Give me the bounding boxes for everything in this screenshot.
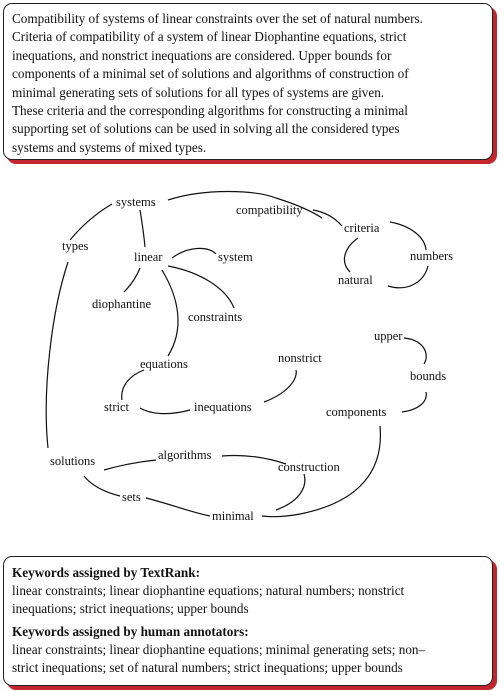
graph-nodes: systems compatibility criteria types lin…: [50, 195, 453, 523]
node-strict: strict: [104, 400, 130, 414]
keywords-box: Keywords assigned by TextRank: linear co…: [3, 556, 493, 686]
edge-construction-minimal: [275, 473, 306, 511]
abstract-line: supporting set of solutions can be used …: [12, 121, 400, 137]
edge-natural-numbers: [387, 265, 429, 289]
node-diophantine: diophantine: [92, 297, 151, 311]
textrank-line: inequations; strict inequations; upper b…: [12, 601, 249, 616]
node-compatibility: compatibility: [236, 203, 303, 217]
edge-solutions-sets: [83, 475, 121, 497]
textrank-line: linear constraints; linear diophantine e…: [12, 583, 405, 598]
node-numbers: numbers: [410, 249, 453, 263]
abstract-line: components of a minimal set of solutions…: [12, 66, 409, 82]
node-sets: sets: [122, 490, 141, 504]
node-types: types: [62, 239, 89, 253]
edge-criteria-natural: [343, 237, 359, 273]
edge-linear-diophantine: [123, 267, 141, 293]
node-minimal: minimal: [212, 509, 254, 523]
abstract-line: inequations, and nonstrict inequations a…: [12, 47, 392, 63]
node-nonstrict: nonstrict: [278, 351, 322, 365]
node-linear: linear: [134, 250, 163, 264]
node-upper: upper: [374, 329, 403, 343]
edge-strict-inequations: [139, 407, 191, 415]
edge-systems-types: [69, 203, 113, 241]
edge-sets-minimal: [145, 497, 211, 517]
edge-linear-constraints: [167, 265, 235, 309]
node-components: components: [326, 405, 387, 419]
node-criteria: criteria: [344, 221, 380, 235]
human-line: strict inequations; set of natural numbe…: [12, 660, 403, 675]
abstract-line: These criteria and the corresponding alg…: [12, 103, 408, 119]
abstract-line: systems and systems of mixed types.: [12, 139, 207, 155]
node-systems: systems: [116, 195, 156, 209]
edge-compatibility-criteria: [312, 209, 343, 227]
edge-linear-equations: [161, 269, 179, 357]
word-graph: systems compatibility criteria types lin…: [45, 190, 453, 523]
node-constraints: constraints: [188, 310, 242, 324]
node-algorithms: algorithms: [158, 448, 212, 462]
node-system: system: [218, 250, 253, 264]
human-keywords: linear constraints; linear diophantine e…: [12, 641, 484, 677]
edge-solutions-algorithms: [103, 459, 157, 471]
edge-systems-compatibility: [167, 190, 323, 219]
human-line: linear constraints; linear diophantine e…: [12, 642, 426, 657]
textrank-heading: Keywords assigned by TextRank:: [12, 565, 200, 580]
edge-criteria-numbers: [389, 221, 427, 251]
node-natural: natural: [338, 273, 373, 287]
edge-systems-linear: [139, 209, 146, 248]
abstract-line: Compatibility of systems of linear const…: [12, 11, 423, 26]
edge-inequations-nonstrict: [263, 369, 297, 403]
human-heading: Keywords assigned by human annotators:: [12, 624, 249, 639]
edge-algorithms-construction: [221, 454, 287, 465]
edge-components-minimal: [261, 425, 382, 518]
abstract-line: minimal generating sets of solutions for…: [12, 84, 385, 100]
edge-upper-bounds: [403, 337, 427, 365]
abstract-line: Criteria of compatibility of a system of…: [12, 29, 407, 45]
edge-linear-system: [171, 247, 217, 259]
node-construction: construction: [278, 460, 341, 474]
edge-equations-strict: [121, 369, 145, 401]
graph-edges: [45, 190, 429, 518]
node-equations: equations: [140, 357, 188, 371]
node-inequations: inequations: [194, 400, 252, 414]
node-bounds: bounds: [410, 369, 446, 383]
edge-types-solutions: [45, 261, 69, 449]
node-solutions: solutions: [50, 454, 95, 468]
textrank-keywords: linear constraints; linear diophantine e…: [12, 582, 484, 618]
abstract-box: Compatibility of systems of linear const…: [3, 3, 493, 160]
edge-bounds-components: [401, 391, 427, 413]
